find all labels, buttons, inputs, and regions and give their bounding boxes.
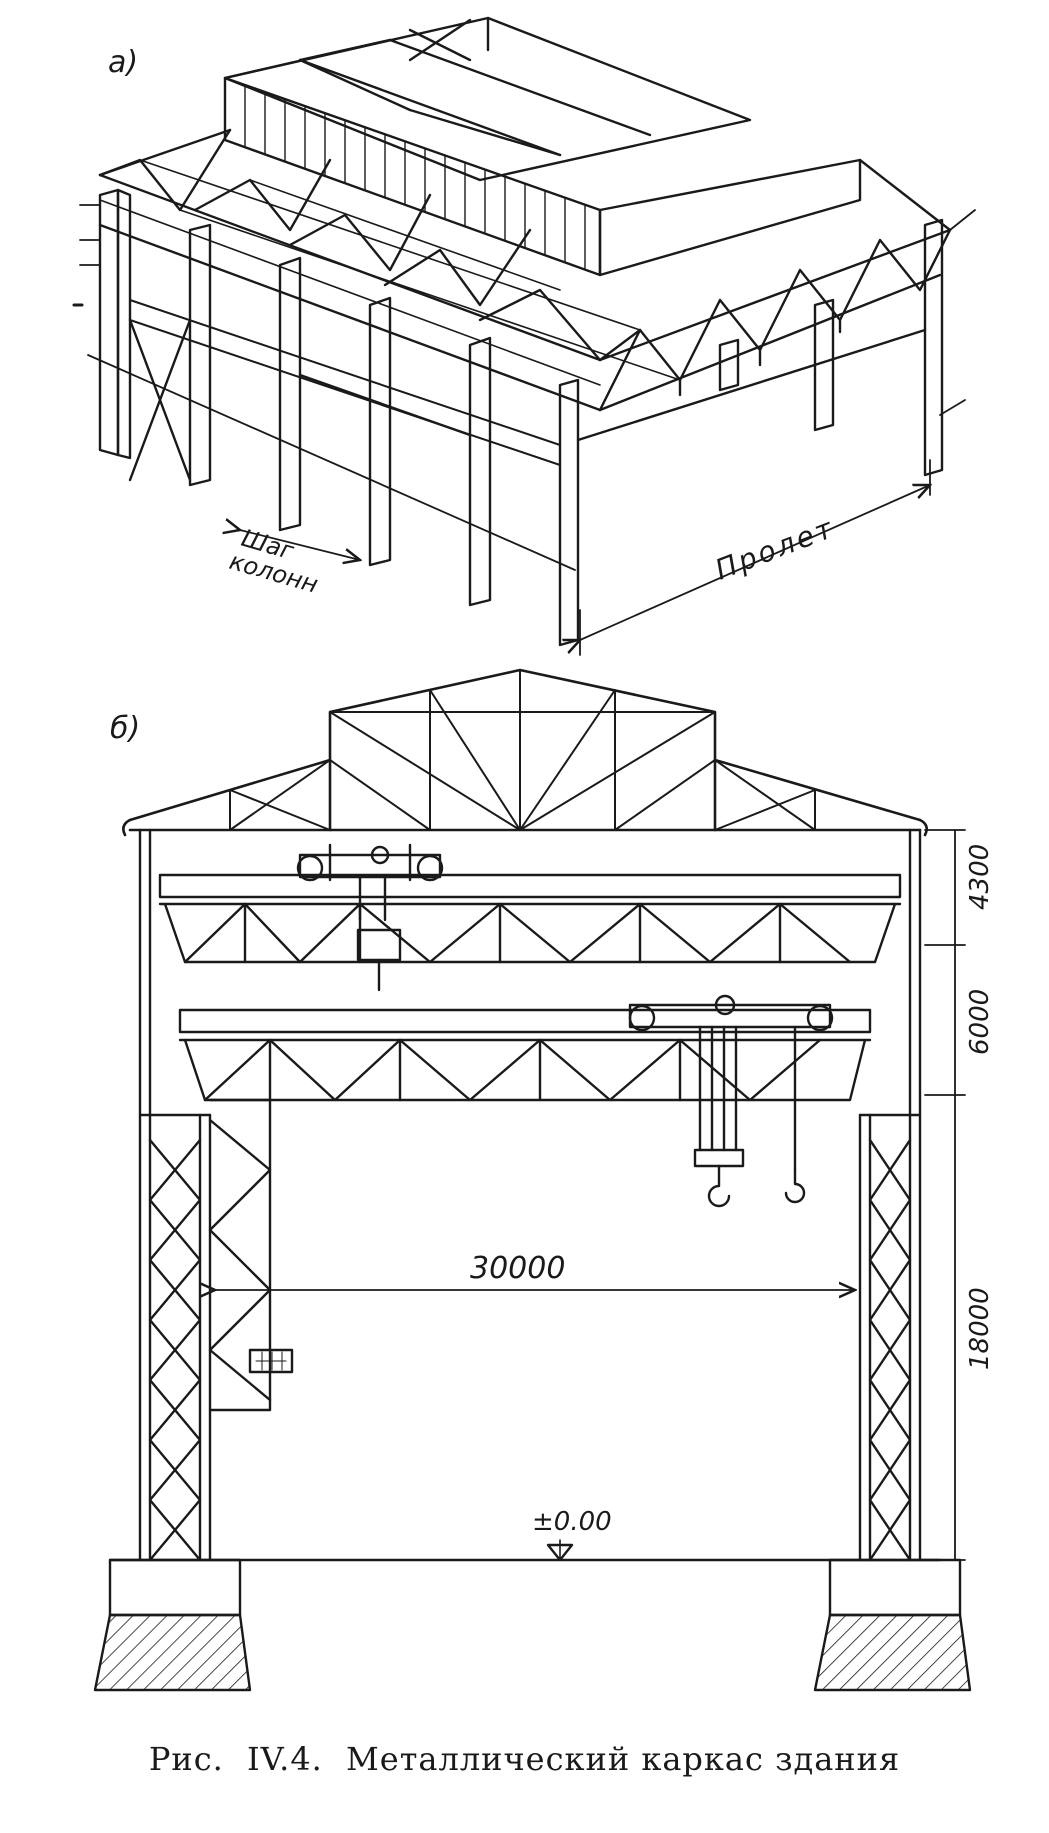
dim-crane-height: 6000 [965,989,995,1055]
span-label: Пролет [711,511,840,587]
dimension-lines [215,829,966,1561]
foundations [93,1539,972,1692]
cross-section-drawing: б) [93,668,995,1692]
columns [87,188,944,647]
caption-prefix: Рис. [148,1740,224,1778]
column-step-dimension [240,530,360,560]
dim-roof-height: 4300 [965,844,995,910]
span-dimension [580,459,930,656]
left-column [138,828,294,1562]
figure-caption: Рис. IV.4. Металлический каркас здания [0,1740,1049,1778]
figure-a-label: a) [108,45,138,80]
caption-number: IV.4. [246,1740,323,1778]
roof-monitor [223,16,862,277]
dim-column-height: 18000 [965,1287,995,1370]
caption-text: Металлический каркас здания [346,1740,901,1778]
figure-b-label: б) [110,711,140,746]
isometric-frame-drawing: a) [72,16,976,656]
upper-crane [158,843,902,992]
roof-trusses [72,128,976,416]
right-column [858,828,922,1562]
lower-crane [178,994,872,1208]
roof-outline [122,668,928,837]
floor-level-label: ±0.00 [532,1507,612,1537]
dim-span: 30000 [470,1251,565,1286]
roof-truss-web [229,669,816,831]
